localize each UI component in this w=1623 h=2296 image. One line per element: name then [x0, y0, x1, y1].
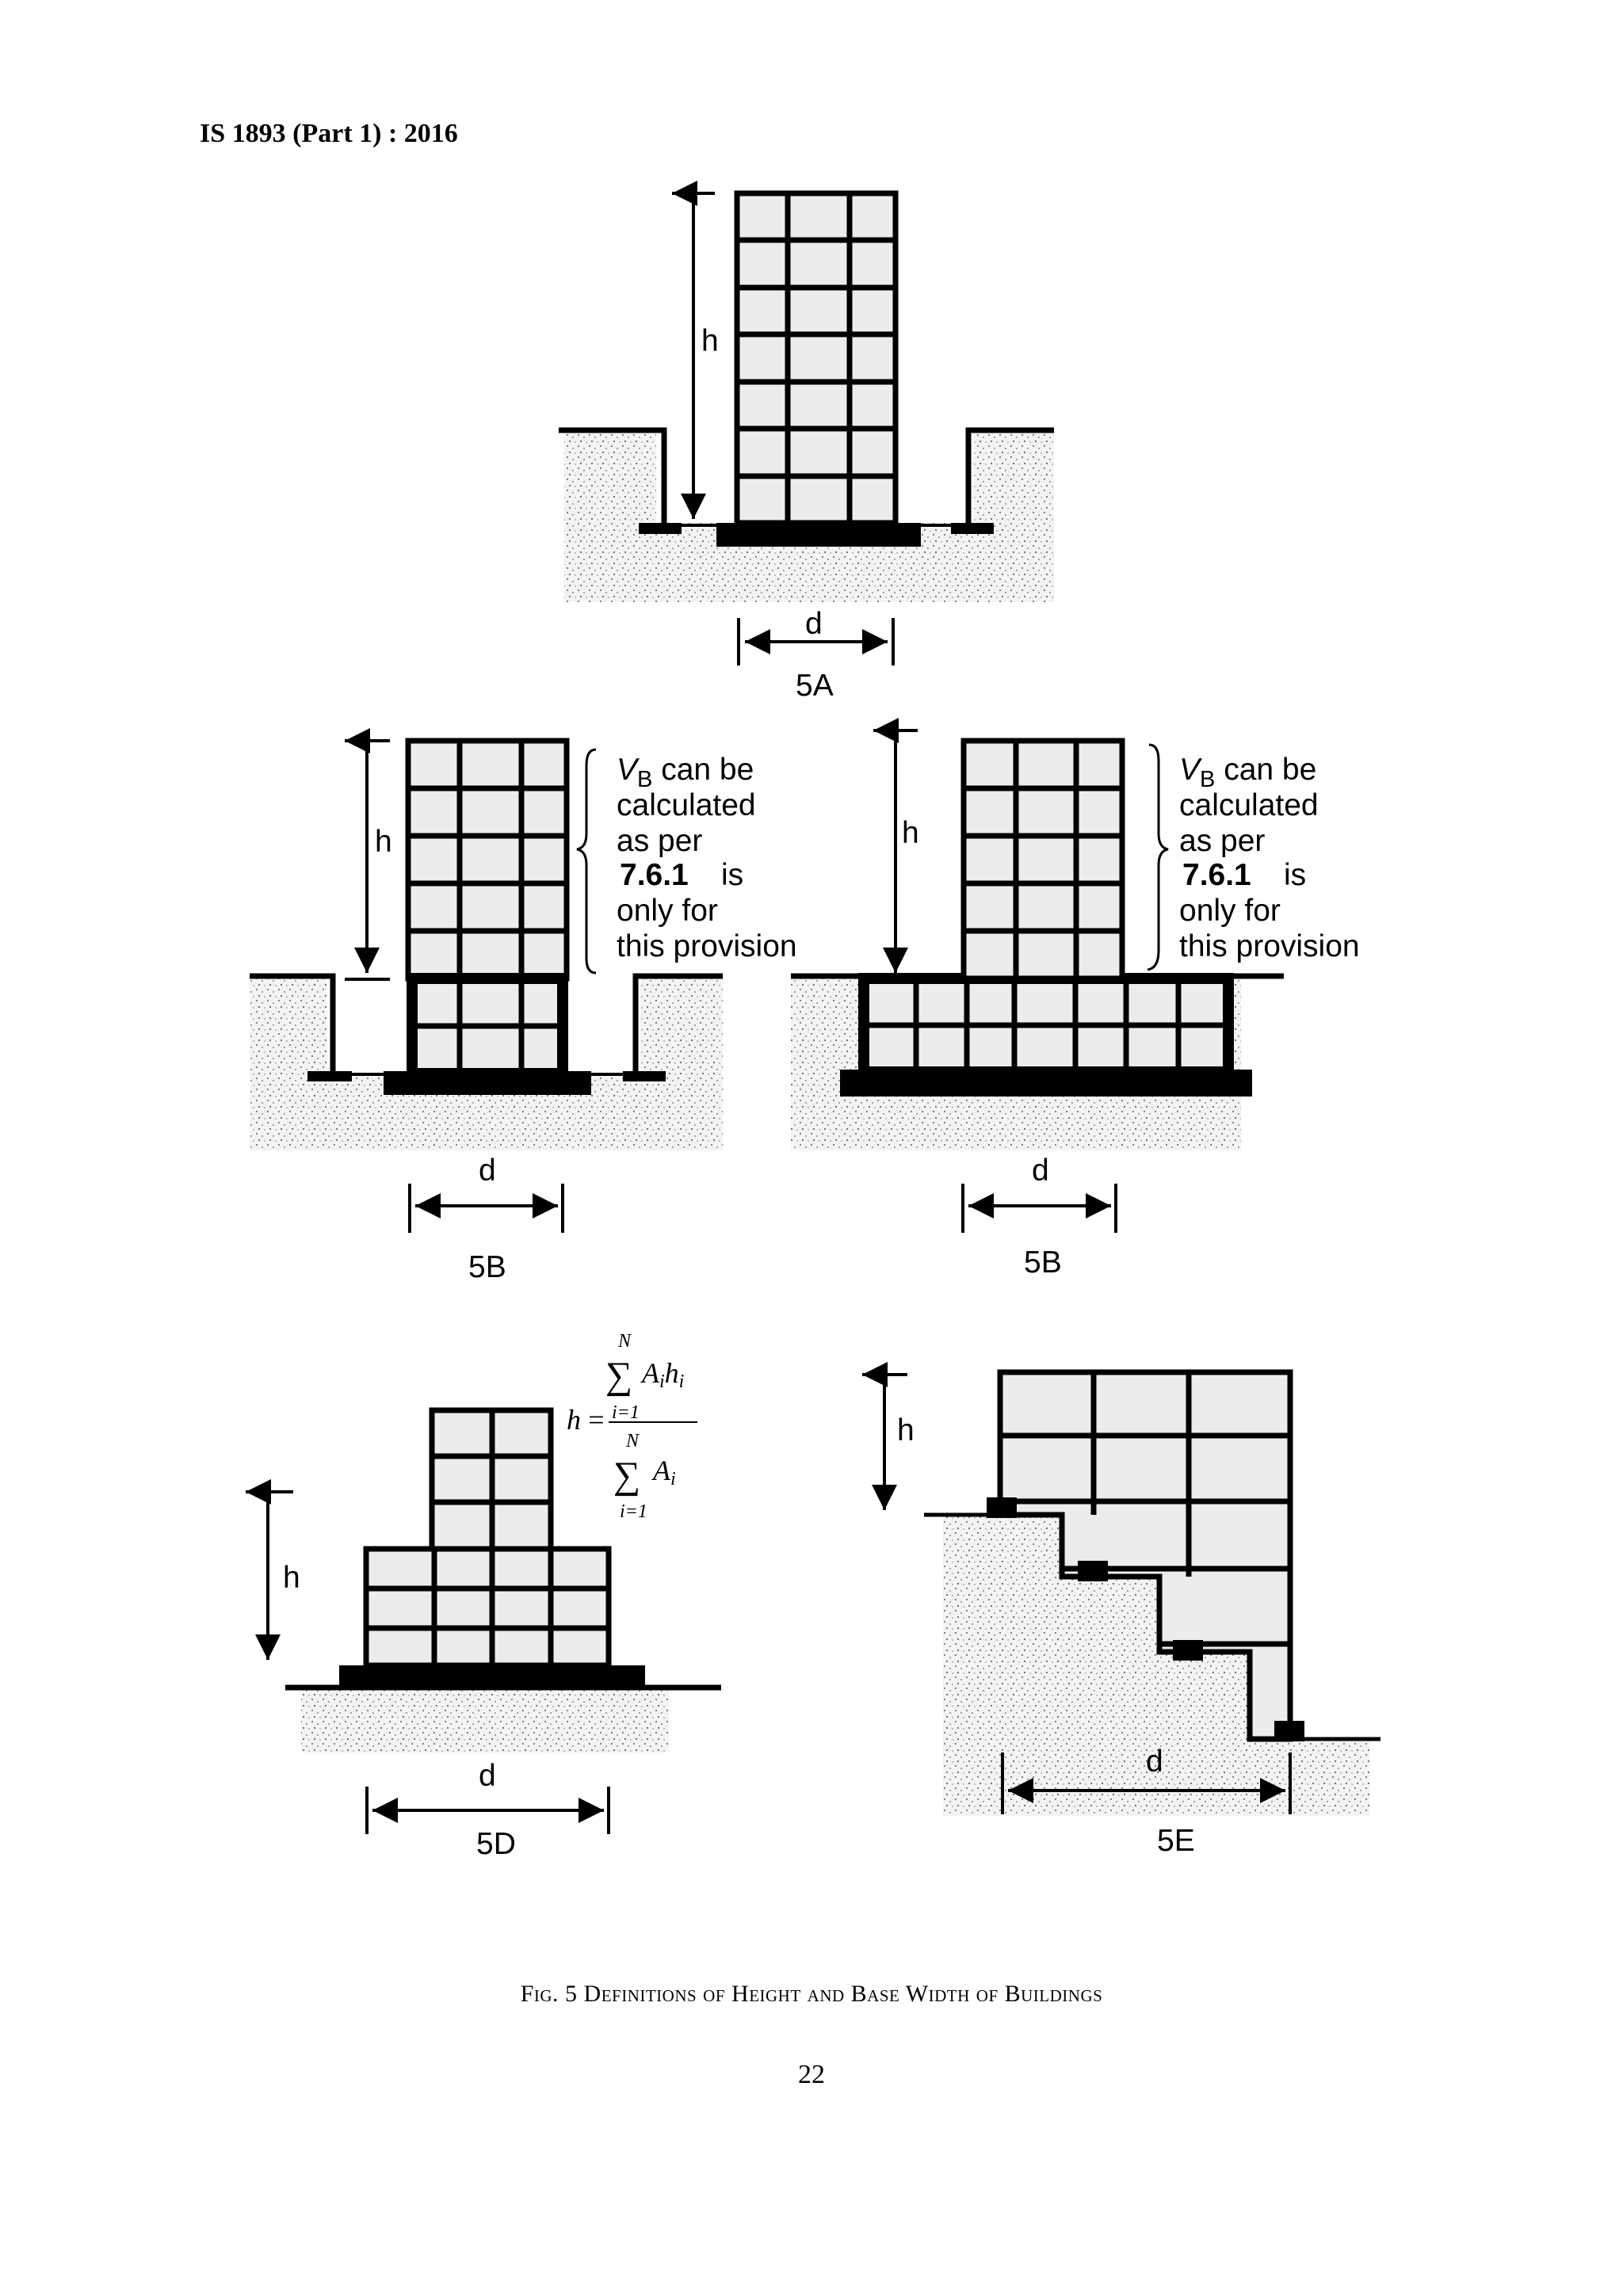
height-label: h: [701, 324, 719, 358]
building-frame-basement: [407, 973, 568, 1079]
height-label: h: [902, 816, 919, 850]
svg-text:only for: only for: [617, 894, 718, 928]
svg-text:∑: ∑: [613, 1455, 640, 1497]
foundation-left: [307, 1071, 352, 1081]
width-label: d: [805, 607, 823, 641]
svg-text:this provision: this provision: [617, 929, 797, 963]
panel-5b-left: h VB can be calculated as per 7.6.1 is o…: [250, 741, 797, 1284]
svg-text:only for: only for: [1179, 894, 1281, 928]
building-frame-upper: [960, 738, 1125, 982]
panel-5e: h d 5E: [862, 1372, 1381, 1858]
brace: [576, 748, 597, 974]
mean-height-formula: h = N ∑ Aihi i=1 N ∑ Ai i=1: [567, 1331, 697, 1522]
figure-caption: Fig. 5 Definitions of Height and Base Wi…: [520, 1981, 1103, 2007]
ground-soil: [564, 430, 1054, 602]
panel-label-5d: 5D: [476, 1827, 516, 1861]
panel-label-5b: 5B: [468, 1250, 506, 1284]
svg-text:is: is: [1284, 858, 1306, 892]
panel-label-5a: 5A: [796, 669, 834, 703]
svg-text:Aihi: Aihi: [640, 1357, 684, 1392]
brace: [1147, 743, 1169, 971]
svg-text:as per: as per: [617, 824, 702, 858]
ground-soil: [250, 976, 723, 1150]
building-frame-upper: [405, 738, 570, 982]
height-dimension: h: [873, 730, 919, 973]
svg-text:7.6.1: 7.6.1: [620, 858, 689, 892]
width-dimension: d: [1001, 1745, 1292, 1814]
note-text: VB can be calculated as per 7.6.1 is onl…: [617, 753, 797, 963]
svg-text:this provision: this provision: [1179, 929, 1360, 963]
svg-text:Ai: Ai: [651, 1455, 676, 1489]
building-frame-upper: [429, 1407, 554, 1552]
building-frame: [734, 190, 899, 526]
svg-text:VB can be: VB can be: [617, 753, 754, 792]
svg-text:N: N: [625, 1431, 640, 1451]
width-label: d: [1032, 1154, 1049, 1188]
svg-text:=: =: [586, 1404, 605, 1436]
height-dimension: h: [246, 1492, 300, 1660]
width-label: d: [479, 1759, 496, 1793]
raft-foundation: [339, 1665, 645, 1689]
panel-5a: h d 5A: [559, 193, 1054, 703]
panel-label-5b: 5B: [1024, 1245, 1062, 1280]
panel-label-5e: 5E: [1157, 1824, 1195, 1858]
width-label: d: [1146, 1745, 1163, 1779]
width-dimension: d: [737, 607, 895, 666]
building-frame-basement: [858, 973, 1234, 1077]
svg-text:i=1: i=1: [620, 1501, 647, 1522]
svg-text:calculated: calculated: [617, 788, 756, 822]
svg-text:calculated: calculated: [1179, 788, 1319, 822]
height-dimension: h: [672, 193, 719, 519]
svg-text:VB can be: VB can be: [1179, 753, 1316, 792]
foundation-right: [623, 1071, 666, 1081]
panel-5b-right: h VB can be calculated as per 7.6.1 is o…: [791, 730, 1360, 1280]
document-header: IS 1893 (Part 1) : 2016: [200, 119, 458, 148]
building-frame: [997, 1369, 1293, 1742]
width-label: d: [479, 1154, 496, 1188]
width-dimension: d: [961, 1154, 1117, 1233]
step-footings: [987, 1497, 1304, 1741]
panel-5d: h h = N ∑ Aihi i=1 N ∑ Ai i=1 d 5D: [246, 1331, 721, 1861]
svg-text:∑: ∑: [605, 1355, 632, 1397]
svg-text:7.6.1: 7.6.1: [1182, 858, 1251, 892]
height-label: h: [283, 1561, 300, 1595]
height-label: h: [375, 825, 392, 859]
ground-soil: [301, 1689, 669, 1753]
svg-text:N: N: [617, 1331, 632, 1352]
building-frame-lower: [363, 1546, 612, 1669]
height-dimension: h: [862, 1375, 915, 1510]
svg-text:as per: as per: [1179, 824, 1265, 858]
width-dimension: d: [408, 1154, 564, 1233]
note-text: VB can be calculated as per 7.6.1 is onl…: [1179, 753, 1360, 963]
svg-text:is: is: [721, 858, 743, 892]
page-number: 22: [798, 2060, 825, 2089]
svg-text:i=1: i=1: [612, 1402, 640, 1423]
width-dimension: d: [365, 1759, 610, 1834]
height-label: h: [897, 1413, 915, 1447]
raft-foundation: [716, 523, 921, 547]
height-dimension: h: [345, 741, 392, 979]
svg-text:h: h: [567, 1404, 581, 1436]
